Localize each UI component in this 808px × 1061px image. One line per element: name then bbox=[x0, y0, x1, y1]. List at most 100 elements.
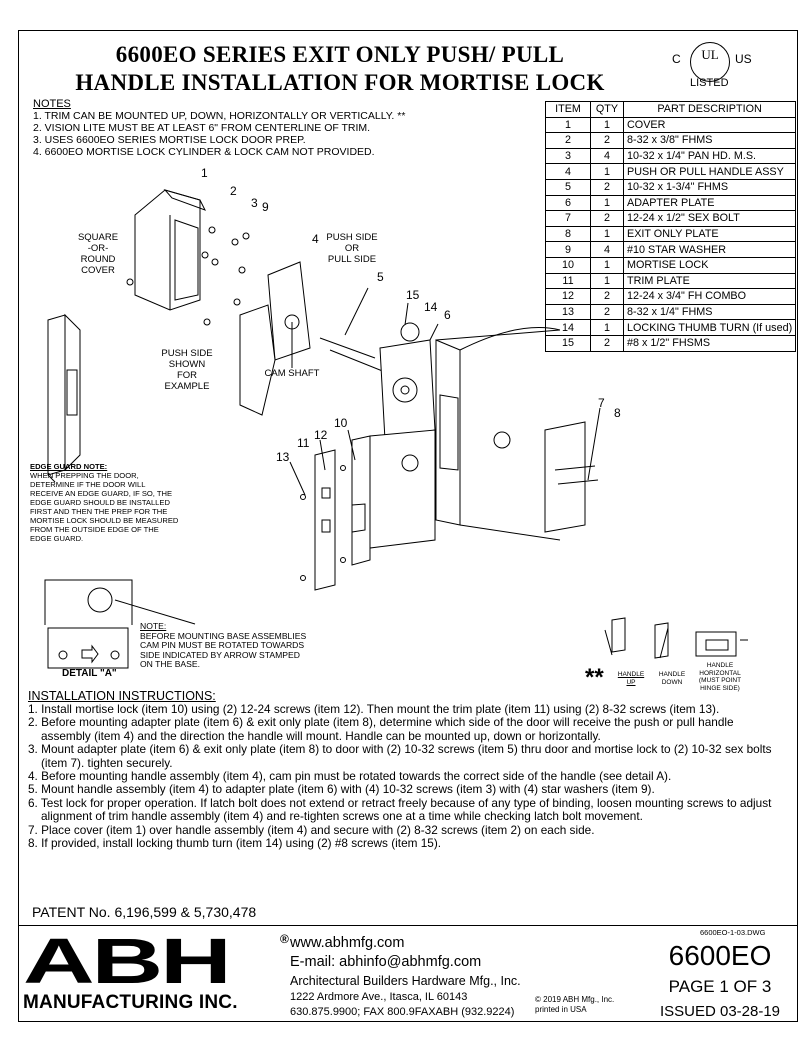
instruction-item: 4. Before mounting handle assembly (item… bbox=[28, 769, 672, 784]
cell-description: LOCKING THUMB TURN (If used) bbox=[622, 319, 797, 336]
screws-2-3-9 bbox=[126, 226, 250, 326]
label-handle-down: HANDLE DOWN bbox=[658, 671, 686, 686]
long-screws-item-5 bbox=[319, 287, 386, 373]
callout-5: 5 bbox=[377, 270, 384, 284]
company-name: Architectural Builders Hardware Mfg., In… bbox=[290, 974, 521, 988]
street-address: 1222 Ardmore Ave., Itasca, IL 60143 bbox=[290, 991, 468, 1003]
instruction-item: 2. Before mounting adapter plate (item 6… bbox=[28, 715, 734, 743]
issued-date: ISSUED 03-28-19 bbox=[659, 1003, 781, 1020]
instruction-item: 8. If provided, install locking thumb tu… bbox=[28, 836, 442, 851]
ul-listed-label: LISTED bbox=[690, 77, 729, 89]
ul-us-mark: US bbox=[735, 52, 752, 66]
callout-2: 2 bbox=[230, 184, 237, 198]
callout-15: 15 bbox=[406, 288, 420, 302]
cell-description: 8-32 x 3/8" FHMS bbox=[622, 132, 797, 149]
callout-11: 11 bbox=[297, 436, 310, 450]
edge-guard-note: EDGE GUARD NOTE: WHEN PREPPING THE DOOR,… bbox=[30, 462, 180, 543]
instruction-item: 5. Mount handle assembly (item 4) to ada… bbox=[28, 782, 655, 797]
instructions-heading: INSTALLATION INSTRUCTIONS: bbox=[28, 689, 216, 703]
notes-list: 1. TRIM CAN BE MOUNTED UP, DOWN, HORIZON… bbox=[33, 110, 405, 158]
copyright-text: © 2019 ABH Mfg., Inc. bbox=[535, 995, 615, 1004]
instruction-item: 3. Mount adapter plate (item 6) & exit o… bbox=[28, 742, 772, 770]
detail-note-title: NOTE: bbox=[140, 621, 167, 631]
orientation-stars: ** bbox=[585, 664, 604, 691]
column-header-qty: QTY bbox=[590, 101, 624, 118]
callout-8: 8 bbox=[614, 406, 621, 420]
edge-guard-text: WHEN PREPPING THE DOOR, DETERMINE IF THE… bbox=[30, 471, 179, 543]
detail-note-text: BEFORE MOUNTING BASE ASSEMBLIES CAM PIN … bbox=[140, 630, 307, 670]
phone-fax: 630.875.9900; FAX 800.9FAXABH (932.9224) bbox=[290, 1006, 515, 1018]
label-square-cover: SQUARE -OR- ROUND COVER bbox=[77, 232, 119, 276]
cell-item: 14 bbox=[545, 319, 591, 336]
label-handle-horizontal: HANDLE HORIZONTAL (MUST POINT HINGE SIDE… bbox=[698, 662, 742, 692]
ul-listed-logo: UL bbox=[690, 42, 730, 82]
model-number: 6600EO bbox=[668, 940, 772, 971]
abh-logo: ABH MANUFACTURING INC. bbox=[23, 929, 238, 1014]
handle-orientation-views bbox=[604, 617, 748, 659]
edge-guard-title: EDGE GUARD NOTE: bbox=[30, 462, 108, 471]
detail-a-drawing bbox=[44, 579, 196, 669]
ul-inner-text: UL bbox=[701, 47, 719, 62]
callout-9: 9 bbox=[262, 200, 269, 214]
callout-3: 3 bbox=[251, 196, 258, 210]
callout-4: 4 bbox=[312, 232, 319, 246]
callout-14: 14 bbox=[424, 300, 438, 314]
instruction-item: 1. Install mortise lock (item 10) using … bbox=[28, 702, 720, 716]
callout-13: 13 bbox=[276, 450, 290, 464]
footer-divider bbox=[18, 925, 798, 926]
cell-item: 10 bbox=[545, 256, 591, 274]
logo-subtitle: MANUFACTURING INC. bbox=[23, 992, 238, 1013]
title-line-2: HANDLE INSTALLATION FOR MORTISE LOCK bbox=[75, 70, 605, 95]
callout-12: 12 bbox=[314, 428, 328, 442]
handle-assembly-part bbox=[239, 261, 311, 416]
label-handle-up: HANDLE UP bbox=[617, 671, 645, 686]
instruction-item: 6. Test lock for proper operation. If la… bbox=[28, 795, 772, 824]
title-line-1: 6600EO SERIES EXIT ONLY PUSH/ PULL bbox=[115, 42, 565, 67]
exit-only-plate-part bbox=[544, 407, 601, 533]
detail-a-label: DETAIL "A" bbox=[62, 668, 117, 679]
door-body bbox=[435, 327, 561, 541]
detail-note: NOTE: BEFORE MOUNTING BASE ASSEMBLIES CA… bbox=[140, 621, 310, 670]
drawing-number: 6600EO-1-03.DWG bbox=[700, 928, 766, 937]
ul-c-mark: C bbox=[672, 52, 681, 66]
cell-description: #8 x 1/2" FHSMS bbox=[622, 334, 797, 352]
cell-description: 10-32 x 1-3/4" FHMS bbox=[622, 178, 797, 196]
cell-description: 10-32 x 1/4" PAN HD. M.S. bbox=[622, 147, 797, 165]
instructions-list: 1. Install mortise lock (item 10) using … bbox=[28, 702, 778, 851]
callout-7: 7 bbox=[598, 396, 605, 410]
label-cam-shaft: CAM SHAFT bbox=[264, 368, 320, 379]
notes-heading: NOTES bbox=[33, 98, 71, 110]
note-item: 4. 6600EO MORTISE LOCK CYLINDER & LOCK C… bbox=[33, 146, 375, 158]
callout-10: 10 bbox=[334, 416, 348, 430]
edge-guard-part bbox=[47, 313, 81, 483]
note-item: 3. USES 6600EO SERIES MORTISE LOCK DOOR … bbox=[33, 134, 306, 146]
page-indicator: PAGE 1 OF 3 bbox=[668, 977, 772, 996]
drawing-sheet-border bbox=[18, 30, 798, 1022]
callout-1: 1 bbox=[201, 166, 208, 180]
address-block: 1222 Ardmore Ave., Itasca, IL 60143 630.… bbox=[290, 990, 514, 1020]
registered-mark: ® bbox=[280, 932, 289, 946]
contact-block: www.abhmfg.com E-mail: abhinfo@abhmfg.co… bbox=[290, 934, 521, 991]
note-item: 1. TRIM CAN BE MOUNTED UP, DOWN, HORIZON… bbox=[33, 110, 406, 122]
label-push-side: PUSH SIDE OR PULL SIDE bbox=[326, 232, 378, 265]
mortise-lock-part bbox=[289, 429, 436, 591]
patent-numbers: PATENT No. 6,196,599 & 5,730,478 bbox=[32, 904, 257, 920]
cover-part bbox=[134, 189, 207, 311]
cell-item: 15 bbox=[545, 334, 591, 352]
note-item: 2. VISION LITE MUST BE AT LEAST 6" FROM … bbox=[33, 122, 371, 134]
instruction-item: 7. Place cover (item 1) over handle asse… bbox=[28, 822, 595, 837]
adapter-plate-part bbox=[379, 302, 439, 441]
website-link[interactable]: www.abhmfg.com bbox=[290, 935, 405, 951]
email-link[interactable]: E-mail: abhinfo@abhmfg.com bbox=[290, 954, 482, 970]
label-push-example: PUSH SIDE SHOWN FOR EXAMPLE bbox=[161, 348, 213, 392]
cell-description: 12-24 x 3/4" FH COMBO bbox=[622, 288, 797, 305]
